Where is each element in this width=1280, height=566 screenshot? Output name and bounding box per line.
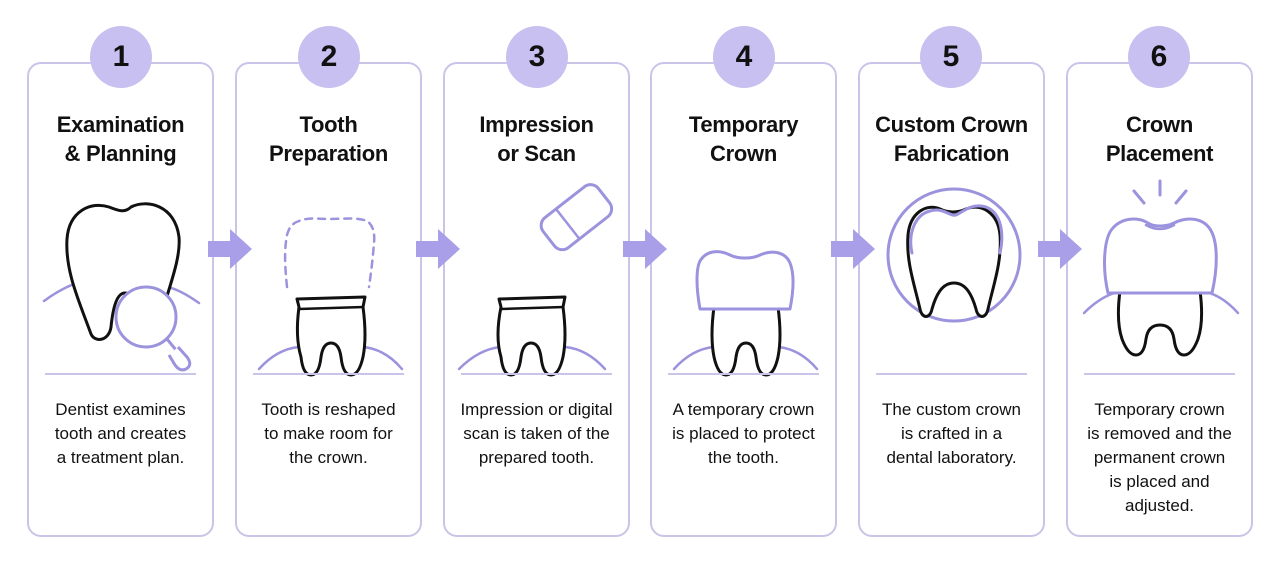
step-number-2: 2 bbox=[298, 26, 360, 88]
step-title-line: Preparation bbox=[269, 141, 388, 166]
step-title: Impression or Scan bbox=[451, 110, 622, 168]
step-number-6: 6 bbox=[1128, 26, 1190, 88]
step-description-line: is placed to protect bbox=[672, 424, 815, 443]
step-divider bbox=[668, 373, 819, 375]
crown-placement-icon bbox=[1082, 179, 1240, 357]
step-description-line: A temporary crown bbox=[672, 400, 815, 419]
scanner-tooth-icon bbox=[457, 183, 614, 377]
step-description-line: tooth and creates bbox=[54, 424, 187, 443]
step-title-line: Crown bbox=[1126, 112, 1193, 137]
step-title: Crown Placement bbox=[1074, 110, 1245, 168]
step-description-line: a treatment plan. bbox=[56, 448, 185, 467]
step-card-5: Custom Crown Fabrication The custom crow… bbox=[858, 62, 1045, 537]
step-description-line: to make room for bbox=[264, 424, 393, 443]
crown-fabrication-icon bbox=[886, 187, 1022, 323]
step-description-line: Dentist examines bbox=[55, 400, 186, 419]
step-description-line: the tooth. bbox=[708, 448, 779, 467]
temporary-crown-icon bbox=[672, 250, 819, 377]
step-description-line: is placed and bbox=[1109, 472, 1210, 491]
step-divider bbox=[253, 373, 404, 375]
step-title-line: Crown bbox=[710, 141, 777, 166]
step-description-line: Impression or digital bbox=[460, 400, 613, 419]
step-description-line: scan is taken of the bbox=[463, 424, 610, 443]
step-description-line: the crown. bbox=[289, 448, 368, 467]
step-divider bbox=[876, 373, 1027, 375]
arrow-right-icon bbox=[208, 229, 252, 269]
step-description-line: is crafted in a bbox=[900, 424, 1003, 443]
step-title-line: & Planning bbox=[64, 141, 177, 166]
step-title-line: Tooth bbox=[299, 112, 358, 137]
step-description: Dentist examines tooth and creates a tre… bbox=[39, 398, 202, 470]
step-number-4: 4 bbox=[713, 26, 775, 88]
step-title: Custom Crown Fabrication bbox=[866, 110, 1037, 168]
step-description-line: is removed and the bbox=[1087, 424, 1232, 443]
step-divider bbox=[461, 373, 612, 375]
step-card-2: Tooth Preparation Tooth is reshaped to m… bbox=[235, 62, 422, 537]
prepared-tooth-icon bbox=[257, 217, 404, 377]
tooth-magnifier-icon bbox=[42, 202, 201, 372]
step-description-line: adjusted. bbox=[1125, 496, 1194, 515]
arrow-right-icon bbox=[623, 229, 667, 269]
step-title-line: Impression bbox=[479, 112, 594, 137]
step-description: The custom crown is crafted in a dental … bbox=[870, 398, 1033, 470]
step-description-line: Tooth is reshaped bbox=[261, 400, 396, 419]
step-title-line: Custom Crown bbox=[875, 112, 1028, 137]
step-card-3: Impression or Scan Impression or digital… bbox=[443, 62, 630, 537]
step-title: Examination & Planning bbox=[35, 110, 206, 168]
step-description-line: permanent crown bbox=[1093, 448, 1226, 467]
step-description-line: Temporary crown bbox=[1094, 400, 1225, 419]
step-title-line: Placement bbox=[1105, 141, 1214, 166]
step-title-line: or Scan bbox=[497, 141, 576, 166]
step-description: Temporary crown is removed and the perma… bbox=[1078, 398, 1241, 518]
step-description: A temporary crown is placed to protect t… bbox=[662, 398, 825, 470]
arrow-right-icon bbox=[831, 229, 875, 269]
step-card-4: Temporary Crown A temporary crown is pla… bbox=[650, 62, 837, 537]
step-number-5: 5 bbox=[920, 26, 982, 88]
step-divider bbox=[1084, 373, 1235, 375]
step-title-line: Fabrication bbox=[893, 141, 1010, 166]
step-number-3: 3 bbox=[506, 26, 568, 88]
step-description-line: The custom crown bbox=[882, 400, 1021, 419]
arrow-right-icon bbox=[1038, 229, 1082, 269]
step-description-line: dental laboratory. bbox=[886, 448, 1017, 467]
step-number-1: 1 bbox=[90, 26, 152, 88]
step-card-1: Examination & Planning Dentist examines … bbox=[27, 62, 214, 537]
step-title: Temporary Crown bbox=[658, 110, 829, 168]
step-title-line: Examination bbox=[56, 112, 185, 137]
step-description-line: prepared tooth. bbox=[478, 448, 595, 467]
step-description: Tooth is reshaped to make room for the c… bbox=[247, 398, 410, 470]
step-title-line: Temporary bbox=[688, 112, 799, 137]
step-title: Tooth Preparation bbox=[243, 110, 414, 168]
step-divider bbox=[45, 373, 196, 375]
arrow-right-icon bbox=[416, 229, 460, 269]
step-card-6: Crown Placement Temporary crown is remov… bbox=[1066, 62, 1253, 537]
step-description: Impression or digital scan is taken of t… bbox=[455, 398, 618, 470]
